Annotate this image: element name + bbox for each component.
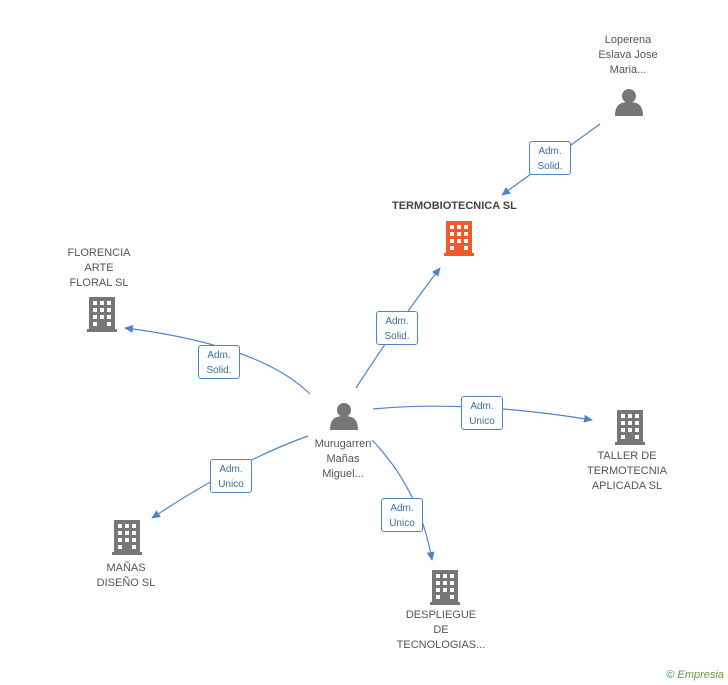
florencia-building-icon[interactable] (87, 297, 117, 332)
node-label-termobiotecnica[interactable]: TERMOBIOTECNICA SL (392, 200, 517, 212)
brand-logo: Empresia (677, 669, 724, 681)
edge-center-to-despliegue (371, 439, 435, 561)
edge-badge-center-to-termo: Adm.Solid. (376, 311, 418, 345)
despliegue-building-icon[interactable] (430, 570, 460, 605)
edge-badge-center-to-taller: Adm.Unico (461, 396, 503, 430)
edge-badge-top-to-termo: Adm.Solid. (529, 141, 571, 175)
termobiotecnica-building-icon[interactable] (444, 221, 474, 256)
footer-credit[interactable]: © Empresia (666, 669, 724, 681)
node-label-person-top[interactable]: Loperena Eslava Jose Maria... (598, 34, 658, 76)
node-label-florencia[interactable]: FLORENCIA ARTE FLORAL SL (67, 247, 131, 289)
copyright-symbol: © (666, 669, 675, 681)
node-label-taller[interactable]: TALLER DE TERMOTECNIA APLICADA SL (586, 450, 668, 492)
edge-badge-center-to-despliegue: Adm.Unico (381, 498, 423, 532)
node-label-person-center[interactable]: Murugarren Mañas Miguel... (314, 438, 372, 480)
person-top-icon[interactable] (615, 89, 643, 116)
edge-badge-center-to-manas: Adm.Unico (210, 459, 252, 493)
edge-badge-center-to-florencia: Adm.Solid. (198, 345, 240, 379)
person-center-icon[interactable] (330, 403, 358, 430)
node-label-despliegue[interactable]: DESPLIEGUE DE TECNOLOGIAS... (396, 609, 486, 651)
taller-building-icon[interactable] (615, 410, 645, 445)
manas-building-icon[interactable] (112, 520, 142, 555)
node-label-manas[interactable]: MAÑAS DISEÑO SL (96, 562, 156, 589)
